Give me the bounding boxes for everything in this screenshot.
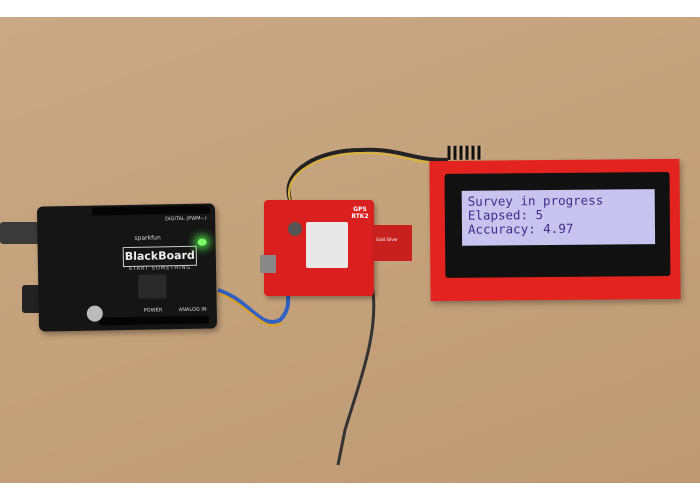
maker-logo: sparkfun (134, 234, 161, 242)
gps-board: GPS RTK2 (260, 200, 374, 296)
analog-label: ANALOG IN (178, 306, 207, 314)
lcd-bezel: Survey in progress Elapsed: 5 Accuracy: … (444, 171, 671, 278)
analog-header (98, 315, 209, 326)
lcd-screen: Survey in progress Elapsed: 5 Accuracy: … (461, 189, 656, 246)
brand-tagline: START SOMETHING (128, 264, 192, 272)
power-led (197, 238, 207, 246)
gps-module (306, 222, 348, 268)
battery-icon (288, 222, 302, 236)
gps-label: GPS RTK2 (351, 206, 369, 220)
antenna-board: Gold Silver (372, 225, 412, 261)
header-pins (447, 145, 483, 160)
power-label: POWER (143, 307, 163, 314)
brand-logo: BlackBoard (122, 245, 197, 268)
arduino-board: DIGITAL (PWM~) sparkfun BlackBoard START… (36, 203, 218, 332)
microcontroller-chip (138, 274, 167, 299)
lcd-line-3: Accuracy: 4.97 (467, 220, 574, 237)
digital-header (91, 205, 211, 216)
lcd-display-board: Survey in progress Elapsed: 5 Accuracy: … (429, 145, 681, 302)
digital-label: DIGITAL (PWM~) (165, 215, 207, 223)
usb-c-port (260, 255, 276, 273)
antenna-label: Gold Silver (376, 237, 398, 242)
